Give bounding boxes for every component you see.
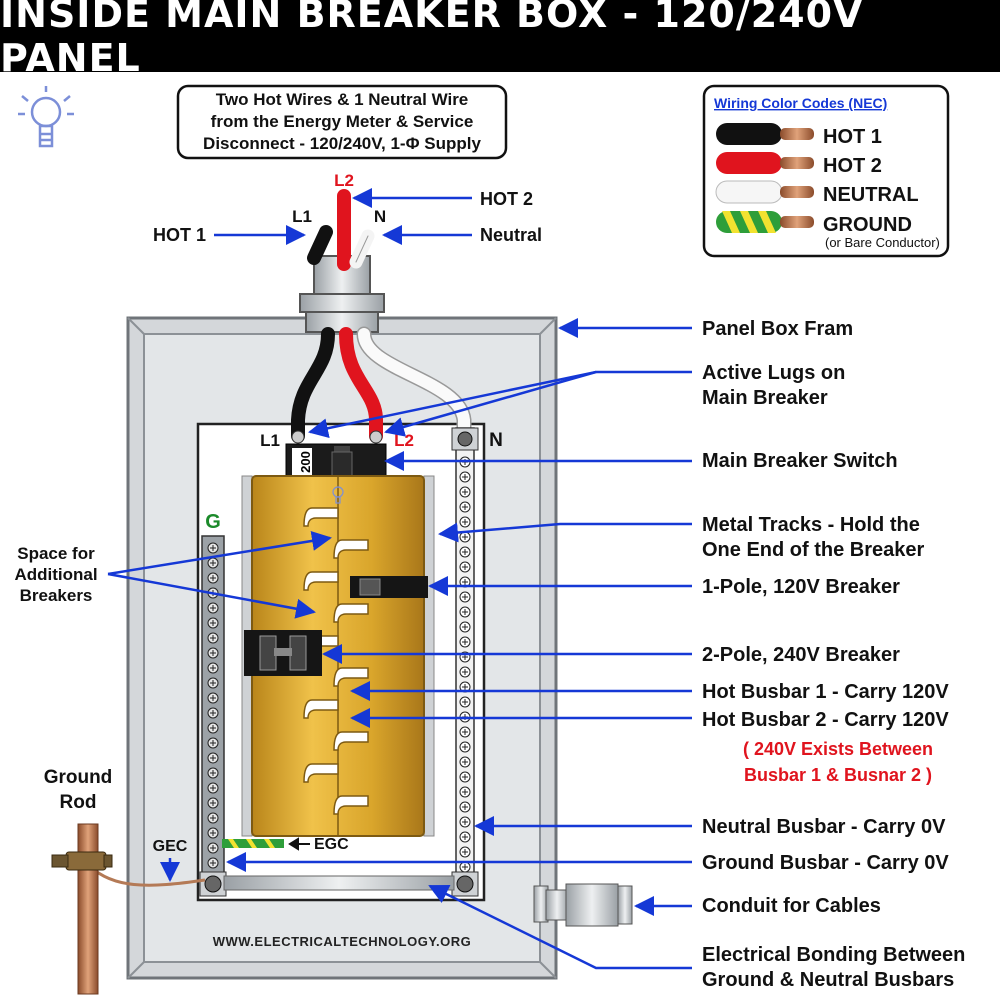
label-bonding: Ground & Neutral Busbars: [702, 969, 954, 991]
hot2-label: HOT 2: [480, 189, 533, 209]
neutral-busbar: [451, 427, 479, 897]
busbar-finger: [303, 571, 339, 591]
wire-tag-n: N: [374, 207, 386, 226]
website-url: WWW.ELECTRICALTECHNOLOGY.ORG: [213, 934, 472, 949]
egc-arrow: [288, 837, 310, 851]
label-neutral-busbar: Neutral Busbar - Carry 0V: [702, 816, 946, 838]
busbar-finger: [303, 507, 339, 527]
busbar-finger: [333, 667, 369, 687]
lightbulb-icon: [332, 486, 344, 504]
label-busbar2: Hot Busbar 2 - Carry 120V: [702, 709, 949, 731]
busbar-finger: [333, 795, 369, 815]
label-active-lugs: Active Lugs on: [702, 362, 845, 384]
legend-sublabel: (or Bare Conductor): [825, 235, 940, 250]
callout-arrows: [107, 188, 692, 970]
space-label: Space for: [17, 544, 95, 563]
legend-label: HOT 2: [823, 155, 882, 177]
legend-label: HOT 1: [823, 126, 882, 148]
gec-label: GEC: [153, 838, 188, 855]
label-ground-busbar: Ground Busbar - Carry 0V: [702, 852, 949, 874]
ground-busbar: [199, 535, 227, 897]
legend-wire-neutral: NEUTRAL: [715, 180, 919, 206]
label-panel-frame: Panel Box Fram: [702, 318, 853, 340]
busbar-finger: [303, 699, 339, 719]
metal-track-right: [423, 475, 435, 837]
supply-note-line: from the Energy Meter & Service: [211, 112, 474, 131]
label-metal-tracks: One End of the Breaker: [702, 539, 924, 561]
label-active-lugs: Main Breaker: [702, 387, 828, 409]
hot1-label: HOT 1: [153, 225, 206, 245]
busbar-finger: [333, 539, 369, 559]
space-label: Breakers: [20, 586, 93, 605]
main-breaker-rating: 200: [298, 451, 313, 473]
label-conduit: Conduit for Cables: [702, 895, 881, 917]
label-240v-note: Busbar 1 & Busnar 2 ): [744, 765, 932, 785]
wire-tag-l1: L1: [292, 207, 312, 226]
ground-busbar-tag: G: [205, 511, 221, 533]
busbar-finger: [333, 731, 369, 751]
neutral-busbar-tag: N: [489, 430, 503, 451]
legend-wire-hot2: HOT 2: [716, 152, 882, 177]
one-pole-breaker: [350, 576, 428, 598]
label-metal-tracks: Metal Tracks - Hold the: [702, 514, 920, 536]
label-one-pole: 1-Pole, 120V Breaker: [702, 576, 900, 598]
label-two-pole: 2-Pole, 240V Breaker: [702, 644, 900, 666]
supply-note-line: Disconnect - 120/240V, 1-Φ Supply: [203, 134, 481, 153]
cable-conduit: [533, 883, 633, 927]
two-pole-breaker: [244, 630, 322, 676]
ground-rod-label: Rod: [60, 792, 97, 813]
busbar-finger: [303, 763, 339, 783]
space-label: Additional: [14, 565, 97, 584]
busbar-finger: [333, 603, 369, 623]
legend-title: Wiring Color Codes (NEC): [714, 95, 887, 111]
label-240v-note: ( 240V Exists Between: [743, 739, 933, 759]
legend-wire-hot1: HOT 1: [716, 123, 882, 148]
egc-label: EGC: [314, 836, 349, 853]
label-busbar1: Hot Busbar 1 - Carry 120V: [702, 681, 949, 703]
wiring-color-legend: Wiring Color Codes (NEC) HOT 1 HOT 2 NEU…: [702, 84, 950, 258]
wire-tag-l2: L2: [334, 171, 354, 190]
lug-tag-l1: L1: [260, 431, 280, 450]
supply-note: Two Hot Wires & 1 Neutral Wire from the …: [176, 84, 508, 160]
legend-wire-ground: GROUND (or Bare Conductor): [716, 211, 940, 250]
ground-rod: [51, 823, 113, 995]
page-title: INSIDE MAIN BREAKER BOX - 120/240V PANEL: [0, 0, 1000, 80]
supply-note-line: Two Hot Wires & 1 Neutral Wire: [216, 90, 469, 109]
service-wires: [291, 189, 472, 443]
egc-wire: [222, 839, 284, 848]
neutral-label: Neutral: [480, 225, 542, 245]
lightbulb-icon: [18, 86, 74, 148]
lug-tag-l2: L2: [394, 431, 414, 450]
legend-label: NEUTRAL: [823, 184, 919, 206]
label-bonding: Electrical Bonding Between: [702, 944, 965, 966]
bonding-strap: [223, 875, 455, 891]
ground-rod-label: Ground: [44, 767, 113, 788]
label-main-switch: Main Breaker Switch: [702, 450, 898, 472]
legend-label: GROUND: [823, 214, 912, 236]
